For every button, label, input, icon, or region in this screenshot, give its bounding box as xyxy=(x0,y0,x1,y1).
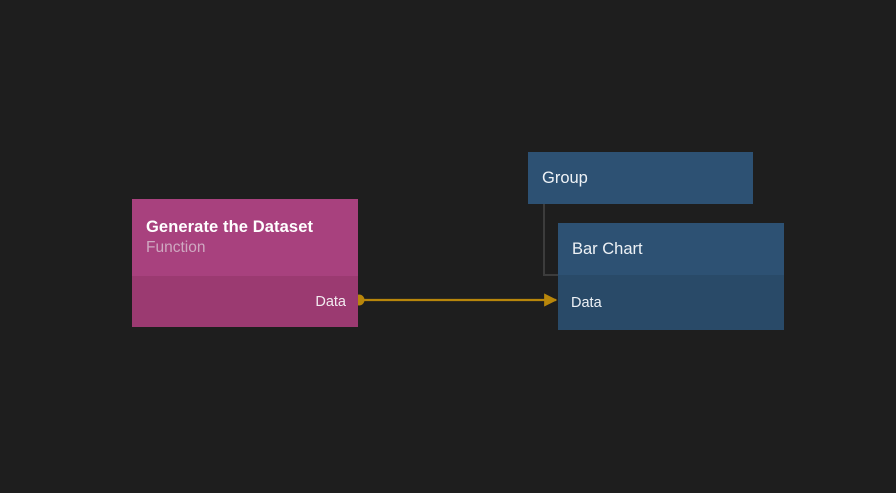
node-bar-chart[interactable]: Bar Chart Data xyxy=(558,223,784,330)
node-group[interactable]: Group xyxy=(528,152,753,204)
function-node-body: Data xyxy=(132,276,358,327)
chart-node-header[interactable]: Bar Chart xyxy=(558,223,784,275)
output-port-data[interactable]: Data xyxy=(315,276,346,327)
chart-node-body: Data xyxy=(558,275,784,330)
group-bracket xyxy=(543,204,565,276)
chart-node-title: Bar Chart xyxy=(572,240,643,258)
function-node-header[interactable]: Generate the Dataset Function xyxy=(132,199,358,276)
input-port-data[interactable]: Data xyxy=(571,275,602,330)
input-port-label-data: Data xyxy=(571,294,602,311)
function-node-subtitle: Function xyxy=(146,239,206,256)
output-port-label-data: Data xyxy=(315,293,346,310)
node-function-generate-the-dataset[interactable]: Generate the Dataset Function Data xyxy=(132,199,358,327)
group-node-title: Group xyxy=(542,169,588,187)
function-node-title: Generate the Dataset xyxy=(146,218,314,236)
